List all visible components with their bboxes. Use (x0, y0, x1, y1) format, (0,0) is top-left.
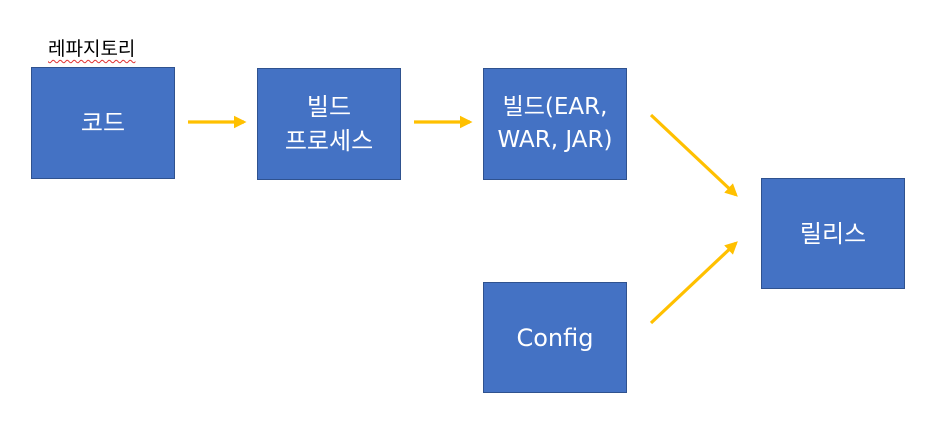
node-code: 코드 (31, 67, 175, 179)
node-build-artifact: 빌드(EAR, WAR, JAR) (483, 68, 627, 180)
node-config: Config (483, 282, 627, 393)
arrow-config-to-release (649, 241, 738, 325)
repository-label: 레파지토리 (48, 38, 136, 60)
node-release: 릴리스 (761, 178, 905, 289)
arrow-build-artifact-to-release (649, 113, 738, 197)
node-build-process: 빌드 프로세스 (257, 68, 401, 180)
